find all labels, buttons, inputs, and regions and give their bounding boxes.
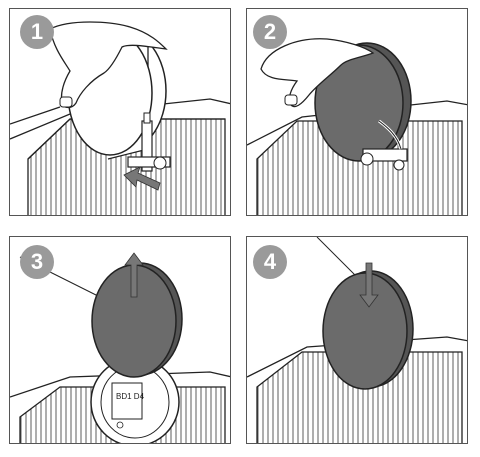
step-4-illustration <box>247 237 467 443</box>
valve-base: BD1 D4 <box>90 357 180 443</box>
valve-body <box>360 119 408 171</box>
step-number-badge: 3 <box>20 245 54 279</box>
push-arrow <box>123 166 161 191</box>
step-3-illustration: BD1 D4 <box>10 252 230 443</box>
up-arrow <box>124 252 144 298</box>
step-1-panel: 1 <box>9 8 231 216</box>
down-arrow <box>359 262 379 308</box>
valve-body <box>127 112 171 172</box>
step-2-illustration <box>247 38 467 215</box>
step-number-badge: 4 <box>253 245 287 279</box>
radiator <box>10 98 230 215</box>
hand-illustration <box>260 38 375 108</box>
guide-line <box>316 237 358 278</box>
valve-label-text: BD1 D4 <box>116 392 145 401</box>
step-number-badge: 2 <box>253 15 287 49</box>
gray-cap <box>322 270 414 390</box>
step-4-panel: 4 <box>246 236 468 444</box>
step-2-panel: 2 <box>246 8 468 216</box>
hand-illustration <box>49 21 168 109</box>
step-number-badge: 1 <box>20 15 54 49</box>
step-1-illustration <box>10 21 230 215</box>
step-3-panel: 3 BD1 D4 <box>9 236 231 444</box>
gray-cap <box>91 262 183 378</box>
radiator <box>247 336 467 443</box>
